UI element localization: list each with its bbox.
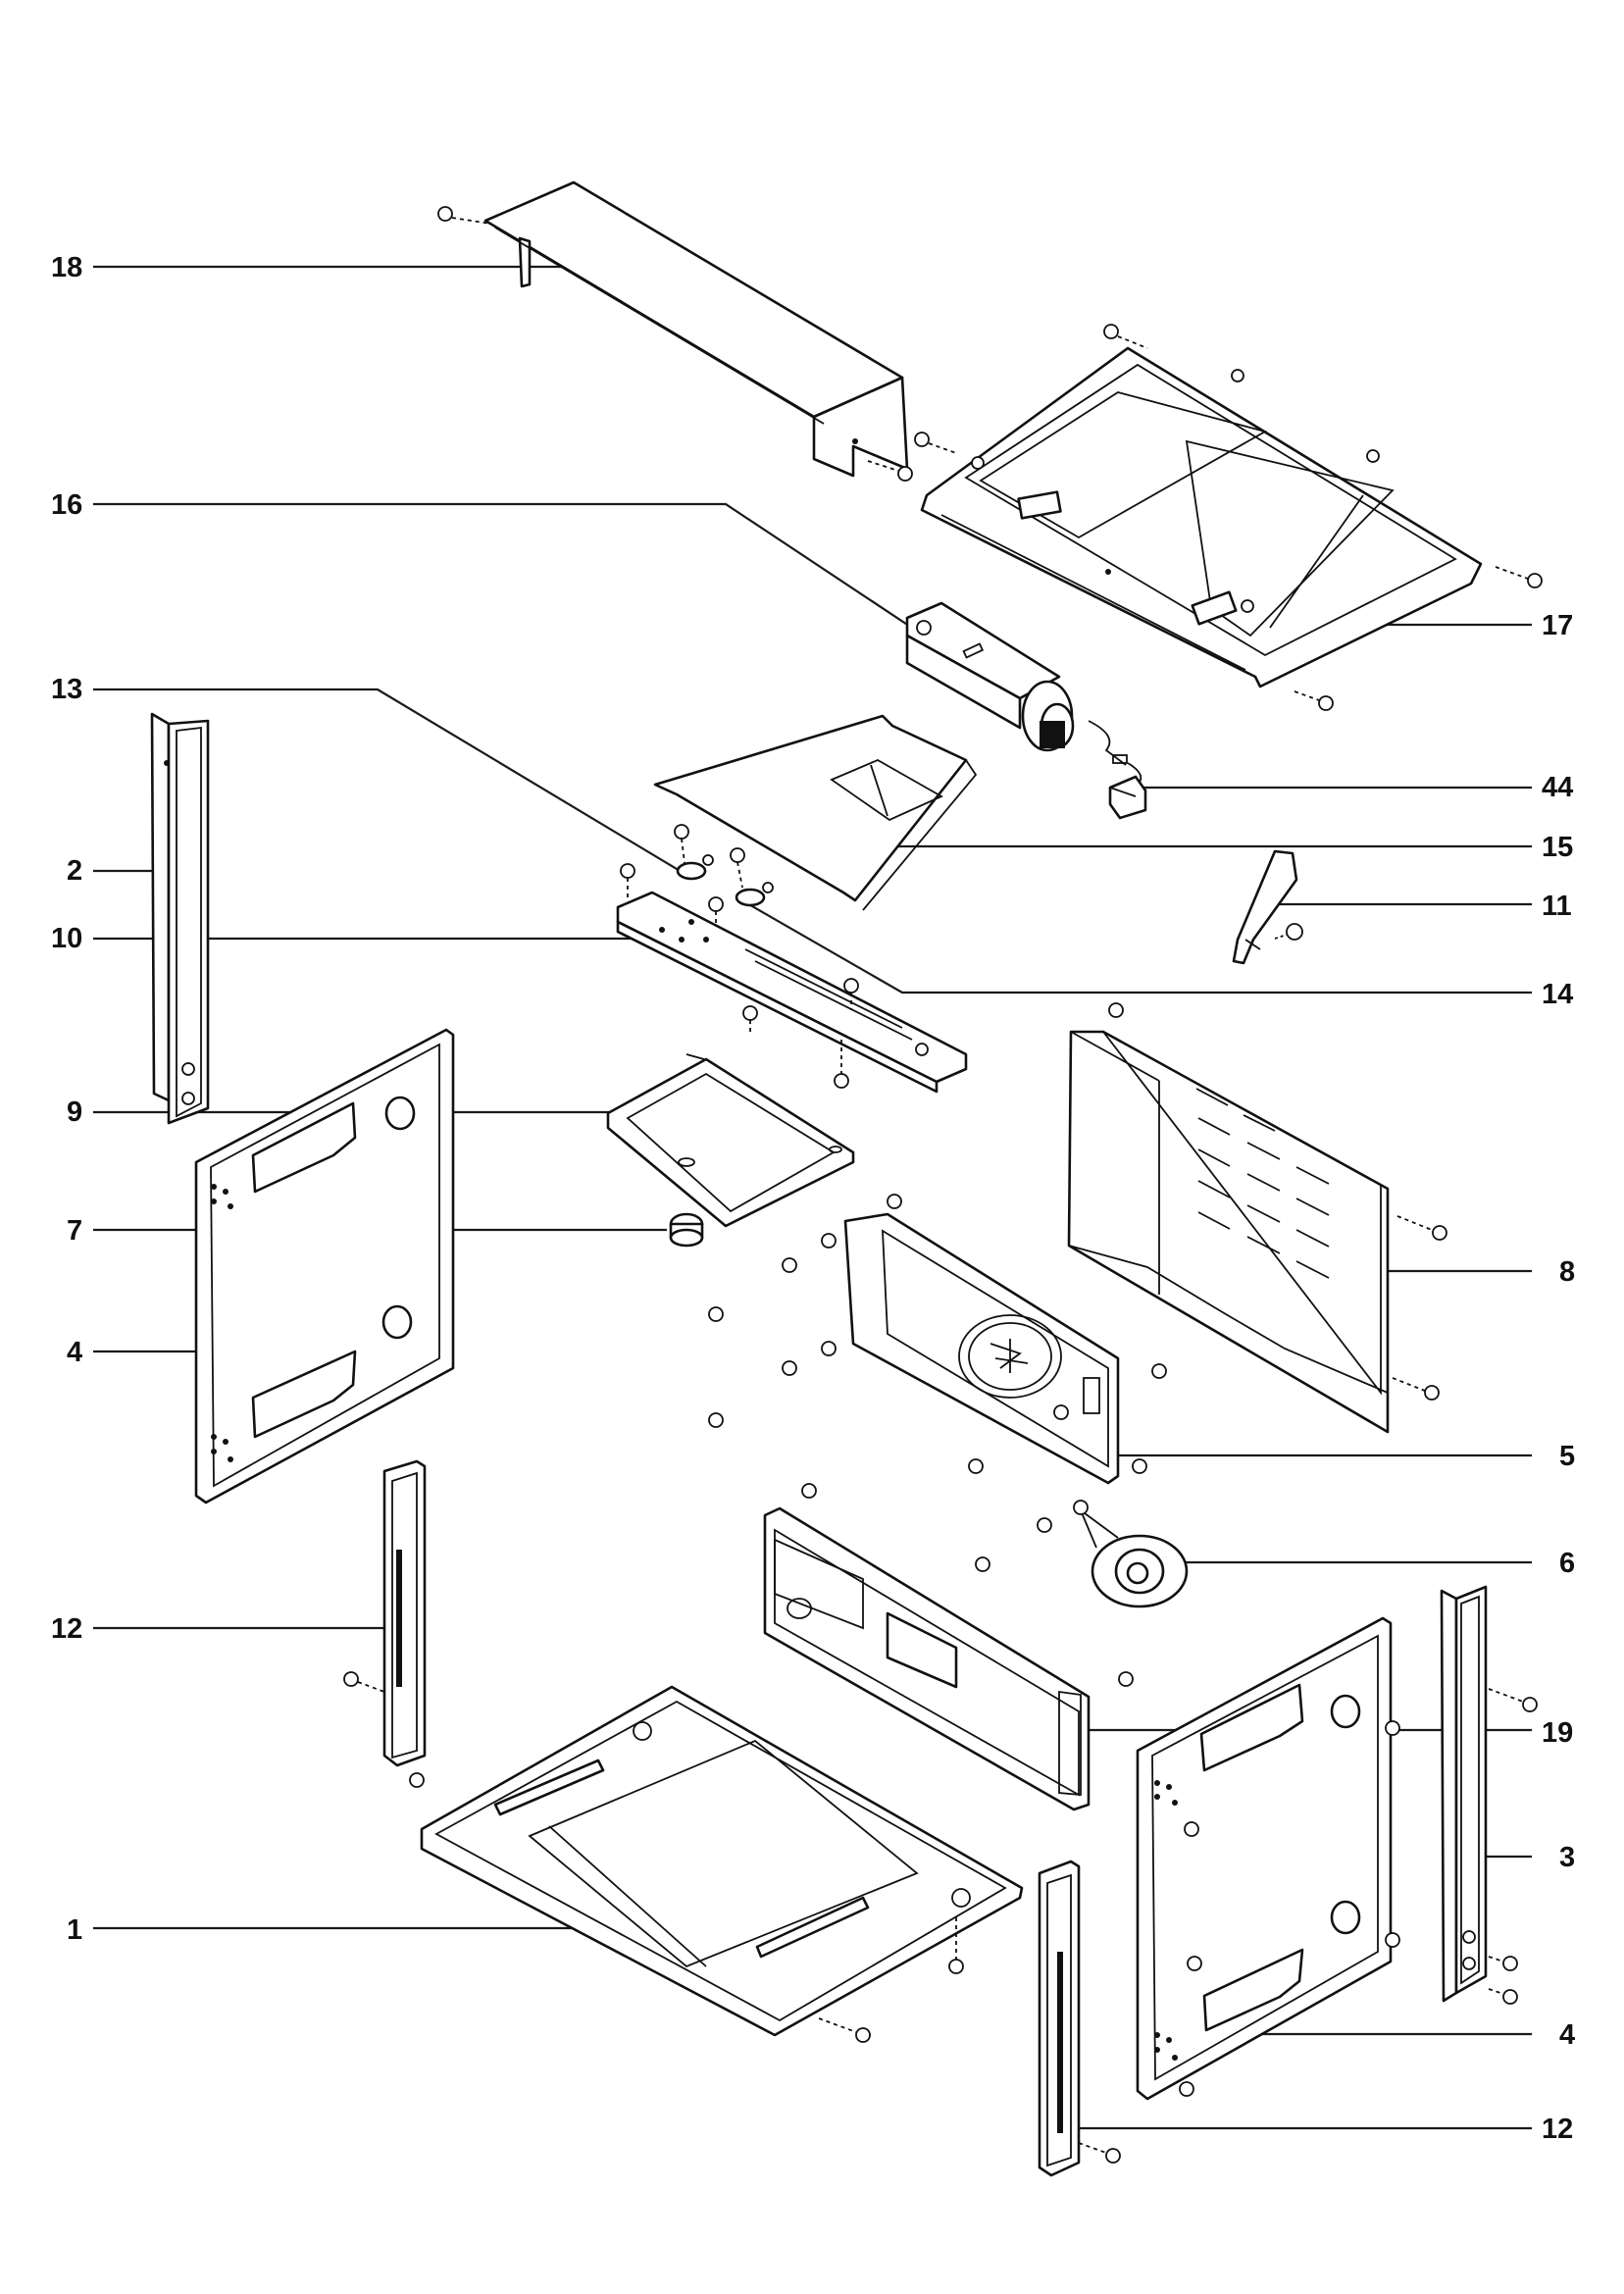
callout-6: 6	[1559, 1548, 1575, 1579]
callout-12-left: 12	[51, 1613, 82, 1645]
part-3-right-rail	[1440, 1585, 1538, 2005]
screw-8c	[1392, 1377, 1440, 1401]
callout-3: 3	[1559, 1842, 1575, 1873]
screw-17d	[1294, 690, 1334, 711]
callout-10: 10	[51, 923, 82, 954]
callout-1: 1	[67, 1914, 82, 1946]
callout-15: 15	[1542, 832, 1573, 863]
part-8-rear-box	[1067, 1002, 1447, 1434]
leader-14	[744, 901, 1532, 994]
part-7-grommet	[669, 1212, 704, 1248]
screw-8a	[1108, 1002, 1124, 1018]
callout-4-right: 4	[1559, 2019, 1575, 2051]
callout-44: 44	[1542, 772, 1573, 803]
part-11-bracket	[1232, 849, 1303, 965]
part-17-top-panel	[914, 324, 1543, 711]
callout-12-right: 12	[1542, 2114, 1573, 2145]
part-12-left-rail	[343, 1459, 427, 1788]
callout-2: 2	[67, 855, 82, 887]
callout-4-left: 4	[67, 1337, 82, 1368]
part-13-thermostat	[674, 824, 714, 881]
screw-8b	[1396, 1215, 1447, 1241]
part-19-front-panel	[763, 1483, 1134, 1811]
part-44-connector	[1108, 775, 1147, 820]
callout-9: 9	[67, 1096, 82, 1128]
part-12-right-rail	[1038, 1860, 1121, 2177]
part-15-deflector-tray	[653, 714, 978, 911]
part-1-base-panel	[420, 1685, 1024, 2043]
callout-labels: 18 16 13 2 10 9 7 4 12 1 17 44 15 11 14 …	[51, 252, 1575, 2145]
callout-7: 7	[67, 1215, 82, 1247]
leader-13	[93, 688, 687, 876]
part-4-left-side-panel	[194, 1028, 455, 1504]
part-9-tray	[606, 1053, 855, 1228]
callout-5: 5	[1559, 1441, 1575, 1472]
callout-11: 11	[1542, 891, 1572, 922]
part-16-fan-motor	[905, 601, 1142, 786]
hardware-5	[708, 1194, 1167, 1474]
part-5-fan-frame	[708, 1194, 1167, 1485]
part-14-thermostat	[708, 847, 774, 927]
callout-13: 13	[51, 674, 82, 705]
leader-16	[93, 502, 942, 648]
callout-14: 14	[1542, 979, 1573, 1010]
screw-17a	[1103, 324, 1148, 349]
callout-16: 16	[51, 489, 82, 521]
part-18-top-rear-cover	[437, 180, 913, 482]
part-4-right-side-panel	[1136, 1616, 1400, 2101]
part-10-control-bracket	[616, 863, 968, 1094]
screw-18a	[437, 206, 491, 225]
screw-17c	[1495, 566, 1543, 588]
screw-17b	[914, 432, 957, 454]
part-6-nut-detail	[975, 1500, 1189, 1608]
callout-17: 17	[1542, 610, 1573, 641]
callout-8: 8	[1559, 1256, 1575, 1288]
callout-19: 19	[1542, 1717, 1573, 1749]
part-2-left-rail	[150, 712, 210, 1125]
screw-18b	[867, 460, 913, 482]
callout-18: 18	[51, 252, 82, 283]
